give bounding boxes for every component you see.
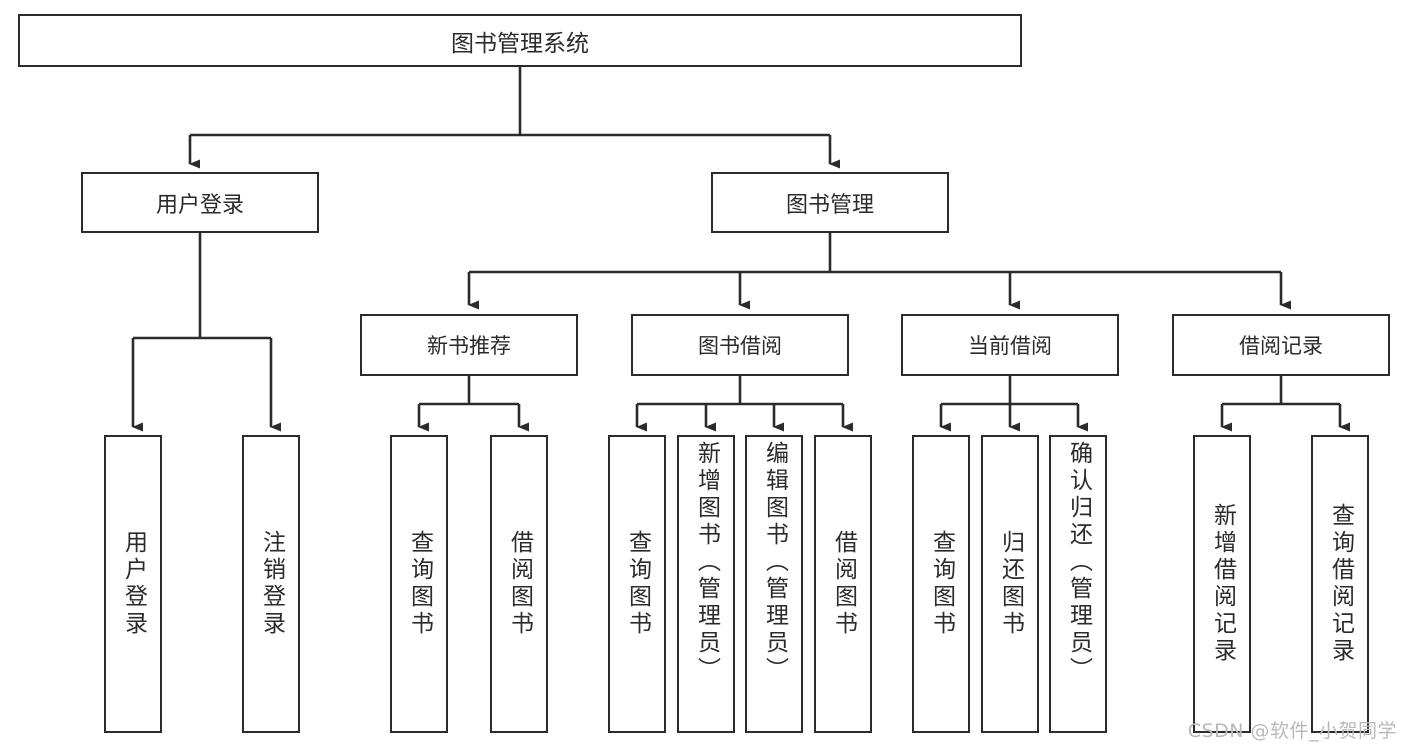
- node-leaf-add-borrow-record[interactable]: 新增借阅记录: [1193, 435, 1251, 733]
- node-current-borrow[interactable]: 当前借阅: [901, 314, 1119, 376]
- node-label: 图书借阅: [698, 334, 782, 358]
- node-label: 借阅记录: [1239, 334, 1323, 358]
- node-leaf-return-book[interactable]: 归还图书: [981, 435, 1039, 733]
- node-leaf-borrow-book-new[interactable]: 借阅图书: [490, 435, 548, 733]
- node-leaf-query-book-new[interactable]: 查询图书: [390, 435, 448, 733]
- node-book-borrow[interactable]: 图书借阅: [631, 314, 849, 376]
- node-label: 查询图书: [928, 530, 955, 638]
- node-label: 借阅图书: [506, 530, 533, 638]
- node-label: 新增借阅记录: [1209, 503, 1236, 665]
- node-leaf-query-borrow-record[interactable]: 查询借阅记录: [1311, 435, 1369, 733]
- node-label: 注销登录: [258, 530, 285, 638]
- node-label: 借阅图书: [830, 530, 857, 638]
- node-label: 查询借阅记录: [1327, 503, 1354, 665]
- node-leaf-confirm-return-admin[interactable]: 确认归还（管理员）: [1049, 435, 1107, 733]
- node-label: 当前借阅: [968, 334, 1052, 358]
- node-label: 查询图书: [406, 530, 433, 638]
- csdn-watermark: CSDN @软件_小贺同学: [1187, 720, 1397, 742]
- node-label: 新书推荐: [427, 334, 511, 358]
- node-leaf-edit-book-admin[interactable]: 编辑图书（管理员）: [745, 435, 803, 733]
- node-new-book-recommendation[interactable]: 新书推荐: [360, 314, 578, 376]
- node-label: 确认归还（管理员）: [1065, 441, 1092, 684]
- node-user-login[interactable]: 用户登录: [81, 172, 319, 233]
- node-label: 新增图书（管理员）: [693, 441, 720, 684]
- node-label: 用户登录: [155, 192, 244, 218]
- node-leaf-borrow-book[interactable]: 借阅图书: [814, 435, 872, 733]
- node-borrow-record[interactable]: 借阅记录: [1172, 314, 1390, 376]
- node-book-management[interactable]: 图书管理: [711, 172, 949, 233]
- node-leaf-add-book-admin[interactable]: 新增图书（管理员）: [677, 435, 735, 733]
- node-label: 图书管理系统: [451, 30, 589, 57]
- node-label: 图书管理: [785, 192, 874, 218]
- node-label: 查询图书: [624, 530, 651, 638]
- node-label: 归还图书: [997, 530, 1024, 638]
- node-leaf-query-book-current[interactable]: 查询图书: [912, 435, 970, 733]
- node-label: 编辑图书（管理员）: [761, 441, 788, 684]
- node-label: 用户登录: [120, 530, 147, 638]
- node-root-book-management-system[interactable]: 图书管理系统: [18, 14, 1022, 67]
- node-leaf-logout[interactable]: 注销登录: [242, 435, 300, 733]
- node-leaf-user-login[interactable]: 用户登录: [104, 435, 162, 733]
- node-leaf-query-book-borrow[interactable]: 查询图书: [608, 435, 666, 733]
